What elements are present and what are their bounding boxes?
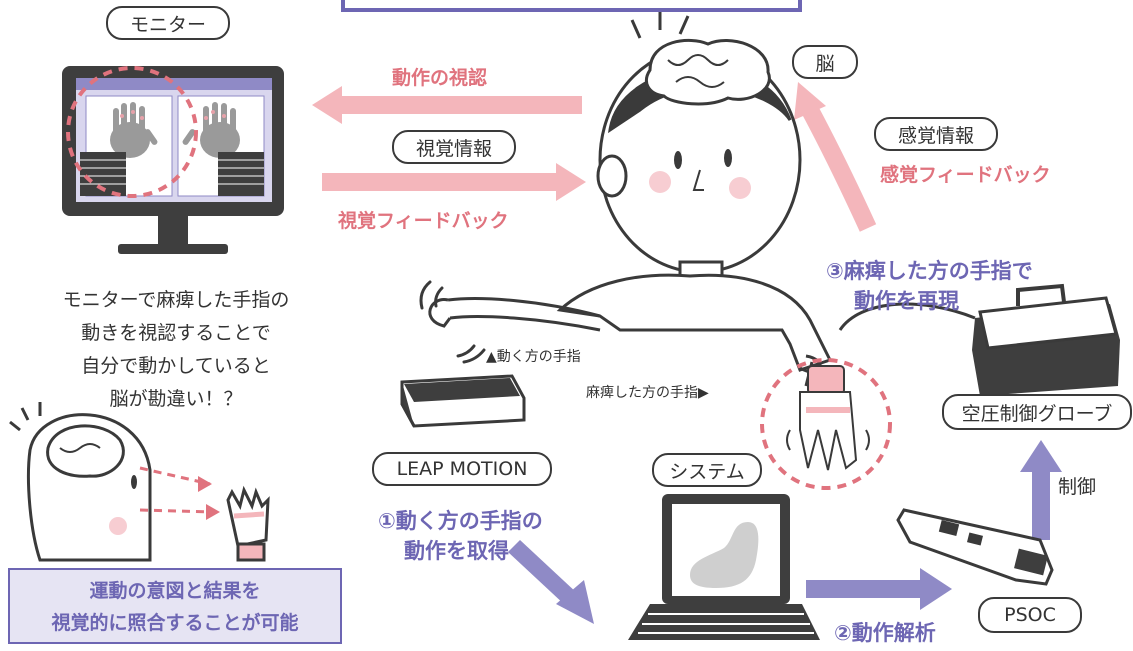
arrows-monitor-person [312, 86, 586, 201]
sensory-feedback-text: 感覚フィードバック [880, 164, 1051, 186]
motion-view-text: 動作の視認 [392, 67, 488, 89]
person-illustration [428, 12, 833, 387]
small-person-illustration [9, 402, 270, 562]
psoc-board-illustration [896, 508, 1054, 586]
caption-line-2: 動きを視認することで [81, 322, 271, 344]
paralyzed-hand-label: 麻痺した方の手指▶ [586, 385, 709, 401]
sensory-info-label: 感覚情報 [874, 117, 998, 151]
visual-feedback-text: 視覚フィードバック [338, 210, 509, 232]
step3-line2: 動作を再現 [854, 289, 959, 313]
control-text: 制御 [1058, 476, 1097, 498]
sensory-feedback-arrow [794, 82, 877, 232]
visual-info-label: 視覚情報 [392, 130, 516, 164]
motion-lines-icon [419, 280, 486, 364]
process-arrows [508, 440, 1062, 624]
step2-text: ②動作解析 [834, 621, 936, 645]
info-box-line1: 運動の意図と結果を [89, 580, 261, 602]
info-box-line2: 視覚的に照合することが可能 [51, 612, 299, 634]
leap-motion-label: LEAP MOTION [372, 452, 552, 486]
leap-motion-device [400, 374, 526, 428]
glove-label: 空圧制御グローブ [942, 394, 1132, 430]
step1-line1: ①動く方の手指の [378, 509, 543, 533]
caption-line-4: 脳が勘違い！？ [109, 388, 243, 410]
glove-hand-illustration [760, 358, 892, 490]
step3-text: ③麻痺した方の手指で 動作を再現 [826, 256, 1033, 316]
caption-line-3: 自分で動かしていると [81, 355, 271, 377]
step1-text: ①動く方の手指の 動作を取得 [378, 506, 543, 566]
monitor-caption: モニターで麻痺した手指の 動きを視認することで 自分で動かしていると 脳が勘違い… [20, 284, 332, 416]
laptop-illustration [628, 494, 820, 640]
psoc-label: PSOC [978, 597, 1082, 633]
system-label: システム [652, 453, 762, 487]
caption-line-1: モニターで麻痺した手指の [62, 289, 290, 311]
brain-label: 脳 [792, 45, 858, 79]
title-frame-bracket [341, 0, 802, 12]
info-box: 運動の意図と結果を 視覚的に照合することが可能 [8, 568, 342, 644]
step3-line1: ③麻痺した方の手指で [826, 259, 1033, 283]
step1-line2: 動作を取得 [404, 539, 509, 563]
monitor-label: モニター [106, 6, 230, 40]
moving-hand-label: ▲動く方の手指 [486, 349, 581, 365]
pneumatic-box-illustration [838, 283, 1120, 396]
monitor-illustration [62, 66, 284, 254]
